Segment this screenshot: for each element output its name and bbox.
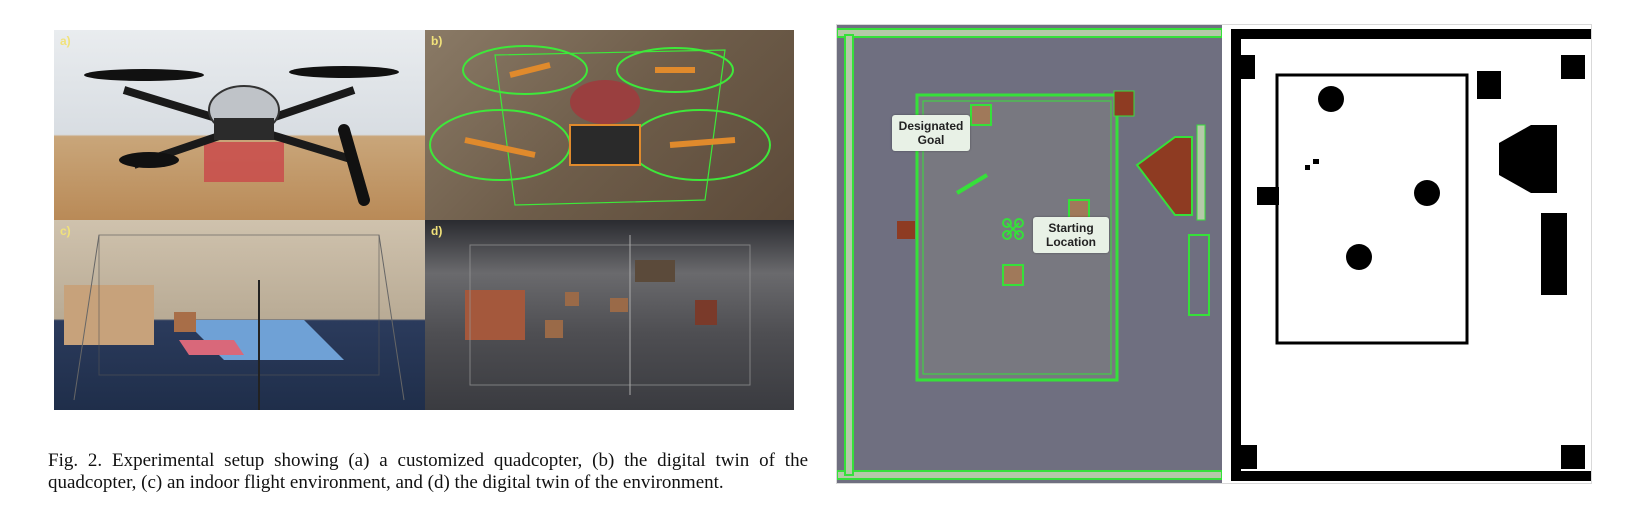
simulation-top-view: Designated Goal Starting Location bbox=[837, 25, 1222, 483]
occupancy-grid-map bbox=[1231, 25, 1591, 483]
panel-b-quadcopter-digital-twin: b) bbox=[425, 30, 794, 220]
panel-label: c) bbox=[60, 224, 71, 238]
starting-location-label: Starting Location bbox=[1033, 217, 1109, 253]
map-figure: Designated Goal Starting Location bbox=[836, 24, 1592, 484]
quadcopter-illustration bbox=[84, 66, 399, 206]
panel-a-quadcopter-photo: a) bbox=[54, 30, 425, 220]
panel-c-indoor-flight-environment: c) bbox=[54, 220, 425, 410]
figure-caption: Fig. 2. Experimental setup showing (a) a… bbox=[48, 450, 808, 493]
digital-twin-illustration bbox=[429, 45, 771, 206]
panel-label: a) bbox=[60, 34, 71, 48]
occupancy-grid-drawing bbox=[1231, 29, 1591, 481]
simulation-top-view-drawing bbox=[837, 25, 1222, 483]
indoor-environment-illustration bbox=[64, 234, 405, 410]
environment-twin-illustration bbox=[465, 235, 751, 395]
panel-label: b) bbox=[431, 34, 443, 48]
panel-label: d) bbox=[431, 224, 443, 238]
designated-goal-label: Designated Goal bbox=[892, 115, 970, 151]
panel-d-environment-digital-twin: d) bbox=[425, 220, 794, 410]
